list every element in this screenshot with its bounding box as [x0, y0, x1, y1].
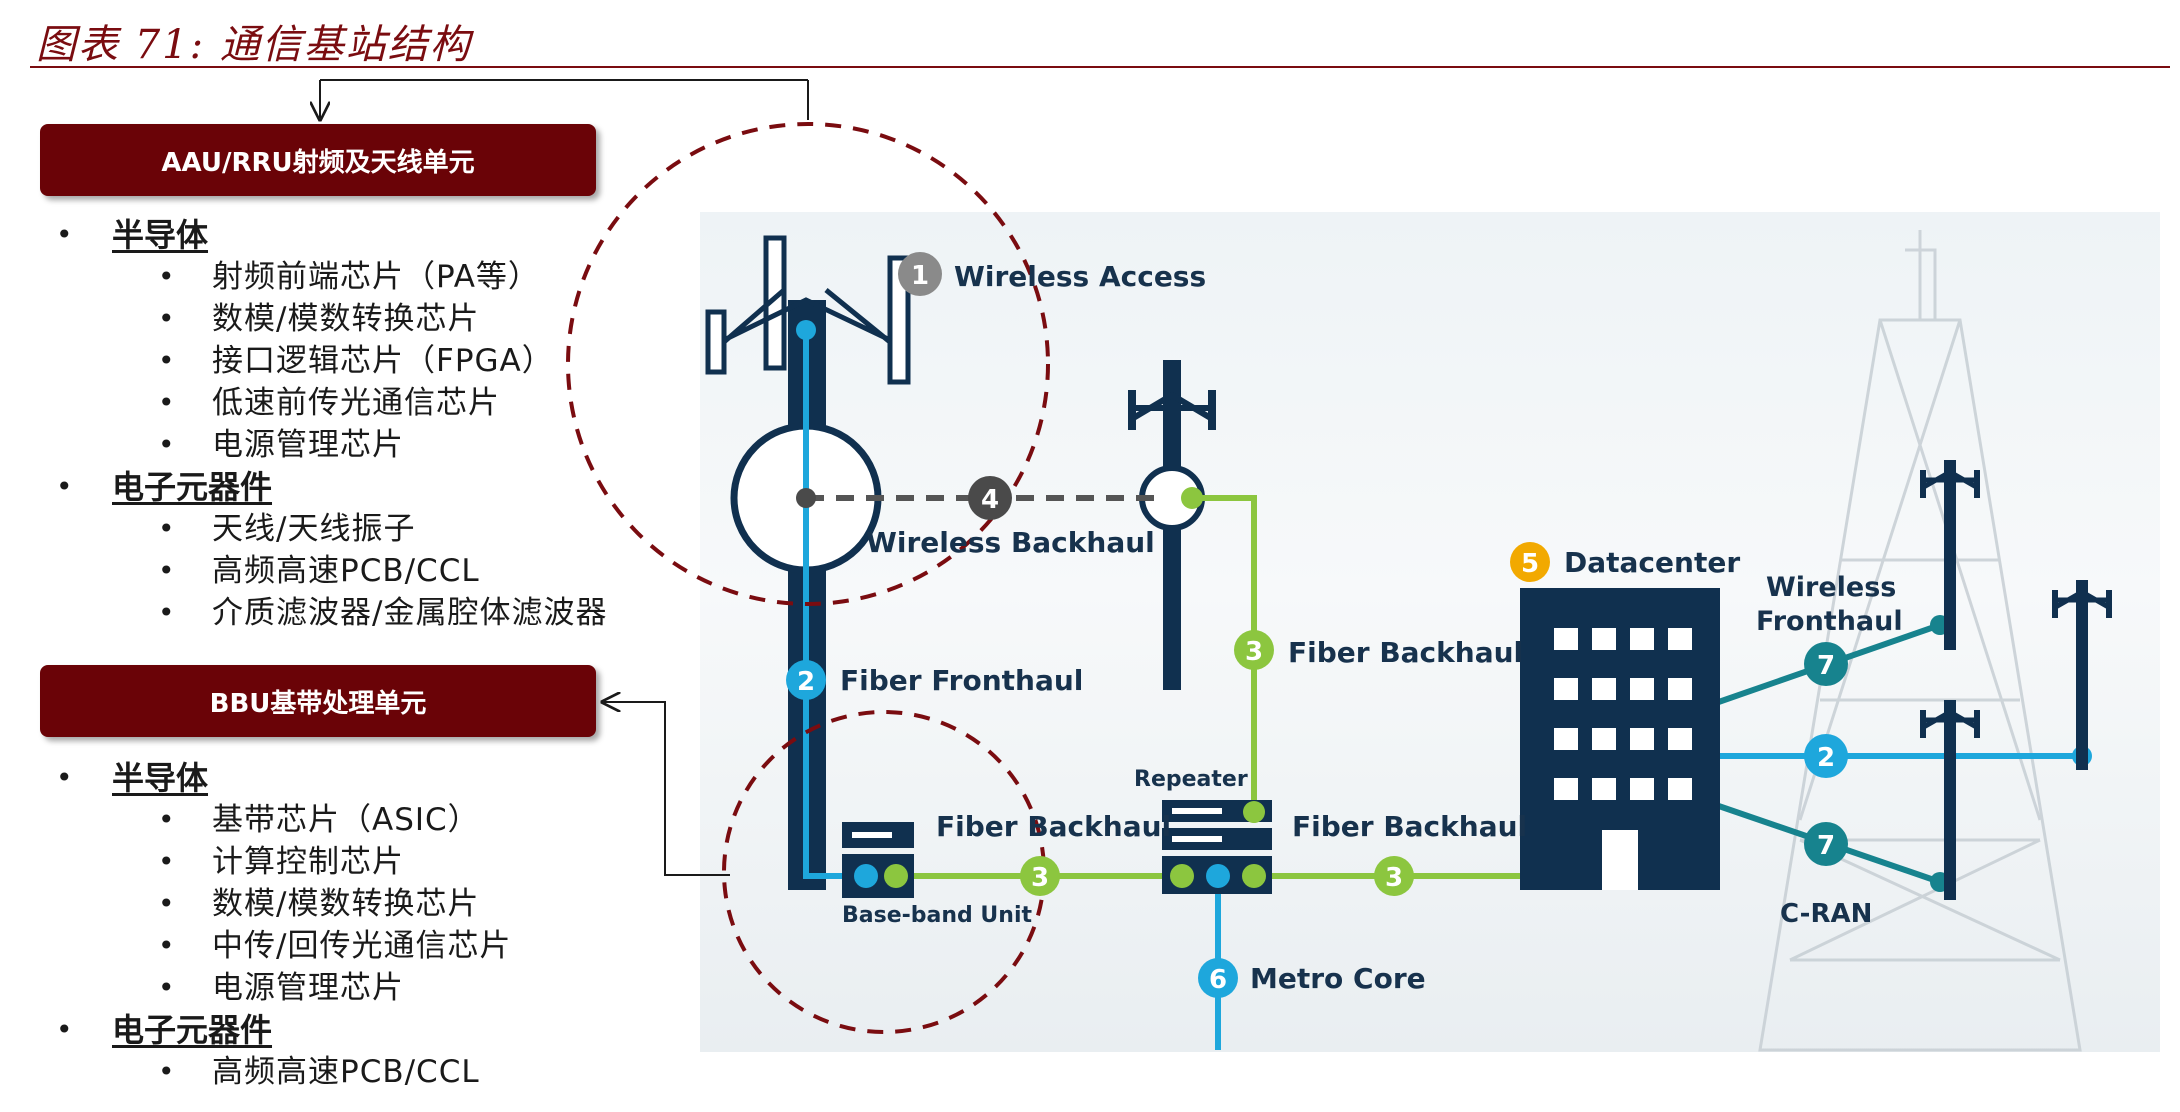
- list-item: • 高频高速PCB/CCL: [0, 550, 680, 592]
- list-item-label: 基带芯片（ASIC）: [212, 802, 480, 838]
- datacenter-building: [1520, 588, 1720, 890]
- wireless-fronthaul-label-line1: Wireless: [1766, 572, 1896, 603]
- category-heading: • 半导体: [0, 214, 680, 256]
- list-item-label: 介质滤波器/金属腔体滤波器: [212, 595, 608, 631]
- category-heading: • 半导体: [0, 757, 680, 799]
- badge-7-lower: 7: [1817, 831, 1835, 861]
- base-band-unit-label: Base-band Unit: [842, 903, 1032, 928]
- bbu-connector-arrow: [604, 702, 730, 876]
- fiber-backhaul-vertical-label: Fiber Backhaul: [1288, 636, 1523, 669]
- bullet-dot: •: [56, 218, 73, 251]
- list-item: • 电源管理芯片: [0, 967, 680, 1009]
- list-item: • 天线/天线振子: [0, 508, 680, 550]
- base-band-unit: [842, 822, 914, 898]
- category-heading: • 电子元器件: [0, 466, 680, 508]
- list-item-label: 低速前传光通信芯片: [212, 385, 500, 421]
- bullet-dot: •: [158, 260, 175, 293]
- fiber-backhaul-left-label: Fiber Backhaul: [936, 810, 1171, 843]
- badge-5: 5: [1521, 549, 1539, 579]
- list-item: • 接口逻辑芯片（FPGA）: [0, 340, 680, 382]
- aau-component-list: •半导体•射频前端芯片（PA等）•数模/模数转换芯片•接口逻辑芯片（FPGA）•…: [0, 214, 680, 634]
- category-label: 半导体: [112, 216, 209, 254]
- list-item-label: 数模/模数转换芯片: [212, 301, 480, 337]
- metro-core-label: Metro Core: [1250, 962, 1426, 995]
- list-item: • 高频高速PCB/CCL: [0, 1051, 680, 1093]
- datacenter-label: Datacenter: [1564, 546, 1740, 579]
- list-item-label: 射频前端芯片（PA等）: [212, 259, 540, 295]
- list-item-label: 高频高速PCB/CCL: [212, 1054, 480, 1090]
- bullet-dot: •: [158, 554, 175, 587]
- badge-6: 6: [1209, 965, 1227, 995]
- bbu-banner: BBU基带处理单元: [40, 665, 596, 737]
- list-item-label: 中传/回传光通信芯片: [212, 928, 512, 964]
- badge-2-cran: 2: [1817, 743, 1835, 773]
- badge-7-upper: 7: [1817, 651, 1835, 681]
- list-item: • 射频前端芯片（PA等）: [0, 256, 680, 298]
- bullet-dot: •: [158, 344, 175, 377]
- number-badges: 1 4 2 3 3 3 5 6 7 2 7: [786, 252, 1848, 998]
- aau-highlight-circle: [566, 122, 1050, 606]
- aau-rru-banner: AAU/RRU射频及天线单元: [40, 124, 596, 196]
- list-item-label: 天线/天线振子: [212, 511, 416, 547]
- list-item: • 介质滤波器/金属腔体滤波器: [0, 592, 680, 634]
- aau-connector-arrow: [320, 79, 809, 120]
- fiber-backhaul-right-label: Fiber Backhaul: [1292, 810, 1527, 843]
- list-item-label: 高频高速PCB/CCL: [212, 553, 480, 589]
- category-heading: • 电子元器件: [0, 1009, 680, 1051]
- c-ran-label: C-RAN: [1780, 899, 1872, 929]
- repeater-label: Repeater: [1134, 767, 1248, 792]
- list-item: • 计算控制芯片: [0, 841, 680, 883]
- badge-3-right: 3: [1385, 863, 1403, 893]
- list-item-label: 计算控制芯片: [212, 844, 404, 880]
- bullet-dot: •: [158, 386, 175, 419]
- list-item-label: 接口逻辑芯片（FPGA）: [212, 343, 554, 379]
- bullet-dot: •: [158, 302, 175, 335]
- bbu-component-list: • 半导体 • 基带芯片（ASIC） • 计算控制芯片 • 数模/模数转换芯片 • 中传/回传光通…: [0, 757, 680, 1093]
- category-label: 电子元器件: [112, 1011, 273, 1049]
- wireless-fronthaul-label-line2: Fronthaul: [1756, 606, 1903, 637]
- list-item-label: 电源管理芯片: [212, 427, 404, 463]
- list-item: • 低速前传光通信芯片: [0, 382, 680, 424]
- figure-title: 图表 71: 通信基站结构: [36, 22, 472, 68]
- list-item: • 中传/回传光通信芯片: [0, 925, 680, 967]
- diagram-labels: Wireless Access Wireless Backhaul Fiber …: [840, 260, 1903, 995]
- category-label: 半导体: [112, 759, 209, 797]
- bullet-dot: •: [56, 470, 73, 503]
- bullet-dot: •: [158, 512, 175, 545]
- wireless-access-label: Wireless Access: [954, 260, 1206, 293]
- bullet-dot: •: [158, 887, 175, 920]
- fiber-fronthaul-label: Fiber Fronthaul: [840, 664, 1083, 697]
- badge-4: 4: [981, 485, 999, 515]
- bullet-dot: •: [158, 971, 175, 1004]
- bullet-dot: •: [158, 428, 175, 461]
- bullet-dot: •: [56, 761, 73, 794]
- list-item: • 数模/模数转换芯片: [0, 298, 680, 340]
- title-divider: [30, 66, 2170, 68]
- bullet-dot: •: [158, 803, 175, 836]
- wireless-backhaul-label: Wireless Backhaul: [866, 526, 1155, 559]
- background-lattice-tower: [1758, 230, 2082, 1052]
- bullet-dot: •: [158, 1055, 175, 1088]
- list-item-label: 电源管理芯片: [212, 970, 404, 1006]
- list-item: • 电源管理芯片: [0, 424, 680, 466]
- bbu-banner-label: BBU基带处理单元: [209, 688, 427, 719]
- badge-1: 1: [911, 261, 929, 291]
- repeater-unit: [1162, 800, 1272, 894]
- list-item: • 数模/模数转换芯片: [0, 883, 680, 925]
- badge-3-left: 3: [1031, 863, 1049, 893]
- c-ran-towers: [1920, 460, 2112, 900]
- bullet-dot: •: [158, 845, 175, 878]
- category-label: 电子元器件: [112, 468, 273, 506]
- list-item: • 基带芯片（ASIC）: [0, 799, 680, 841]
- relay-tower: [1128, 360, 1216, 690]
- badge-2-fronthaul: 2: [797, 667, 815, 697]
- bullet-dot: •: [158, 929, 175, 962]
- badge-3-vertical: 3: [1245, 637, 1263, 667]
- list-item-label: 数模/模数转换芯片: [212, 886, 480, 922]
- bullet-dot: •: [158, 596, 175, 629]
- aau-rru-banner-label: AAU/RRU射频及天线单元: [161, 147, 475, 178]
- bullet-dot: •: [56, 1013, 73, 1046]
